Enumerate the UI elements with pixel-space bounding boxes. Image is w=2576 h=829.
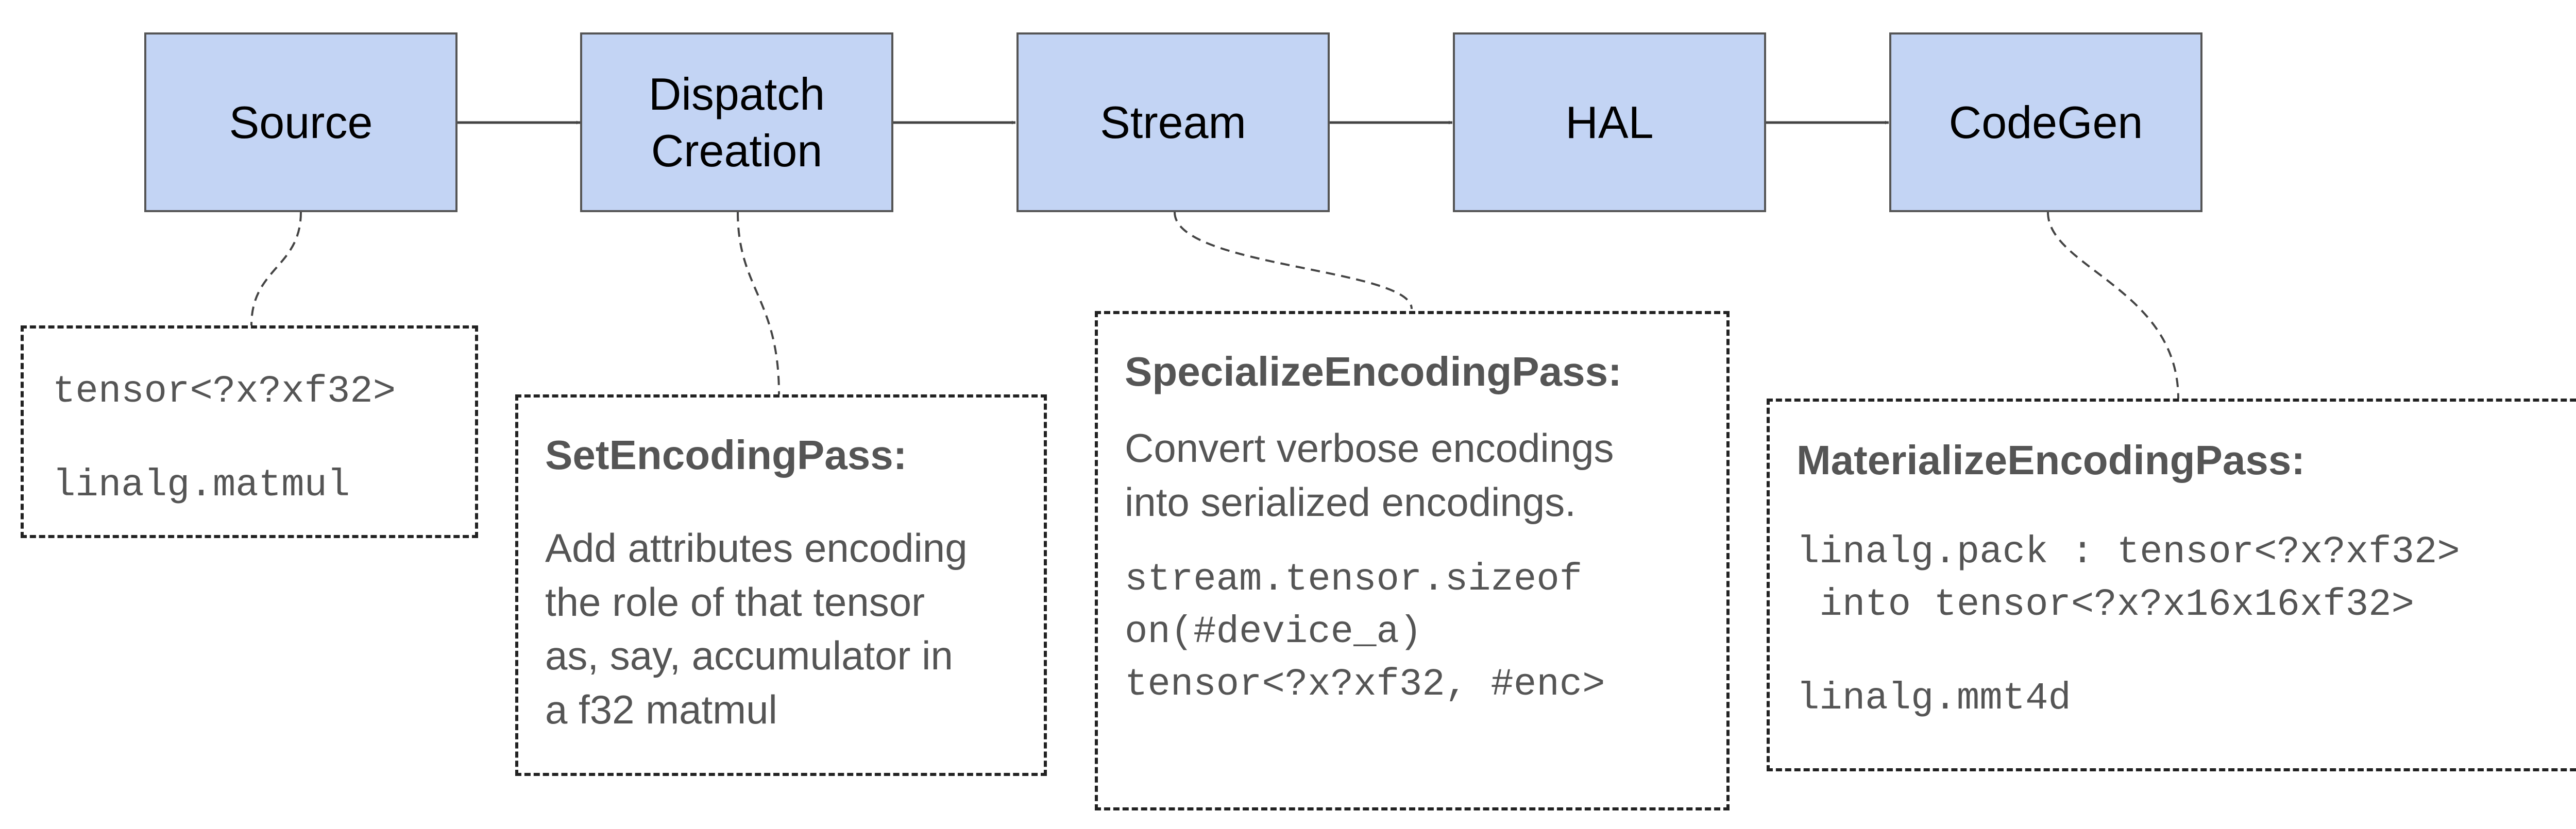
stage-stream-label: Stream — [1100, 96, 1246, 148]
connector-source-note — [250, 212, 302, 326]
stage-source-label: Source — [229, 96, 373, 148]
note-source: tensor<?x?xf32> linalg.matmul — [21, 325, 478, 538]
stage-stream: Stream — [1016, 32, 1330, 212]
note-set-encoding-description: Add attributes encoding the role of that… — [545, 525, 968, 732]
stage-hal: HAL — [1453, 32, 1766, 212]
stage-dispatch-creation-label: Dispatch Creation — [648, 68, 825, 176]
connector-codegen-note — [2047, 212, 2179, 399]
note-set-encoding-pass: SetEncodingPass: Add attributes encoding… — [515, 394, 1047, 776]
note-materialize-encoding-heading: MaterializeEncodingPass: — [1797, 437, 2305, 483]
note-specialize-encoding-heading: SpecializeEncodingPass: — [1125, 349, 1622, 394]
note-specialize-encoding-description: Convert verbose encodings into serialize… — [1125, 425, 1614, 525]
note-set-encoding-heading: SetEncodingPass: — [545, 432, 907, 478]
connector-stream-note — [1174, 212, 1413, 309]
note-source-op: linalg.matmul — [53, 464, 350, 508]
stage-codegen: CodeGen — [1889, 32, 2202, 212]
note-specialize-encoding-pass: SpecializeEncodingPass: Convert verbose … — [1095, 311, 1730, 810]
note-specialize-encoding-code: stream.tensor.sizeof on(#device_a) tenso… — [1125, 558, 1605, 707]
stage-hal-label: HAL — [1565, 96, 1654, 148]
stage-codegen-label: CodeGen — [1948, 96, 2143, 148]
note-materialize-encoding-pack-code: linalg.pack : tensor<?x?xf32> into tenso… — [1797, 531, 2460, 627]
stage-source: Source — [144, 32, 457, 212]
note-materialize-encoding-mmt4d-code: linalg.mmt4d — [1797, 677, 2071, 721]
stage-dispatch-creation: Dispatch Creation — [580, 32, 893, 212]
note-source-tensor-type: tensor<?x?xf32> — [53, 370, 396, 413]
connector-dispatch-note — [737, 212, 780, 395]
note-materialize-encoding-pass: MaterializeEncodingPass: linalg.pack : t… — [1767, 399, 2576, 771]
